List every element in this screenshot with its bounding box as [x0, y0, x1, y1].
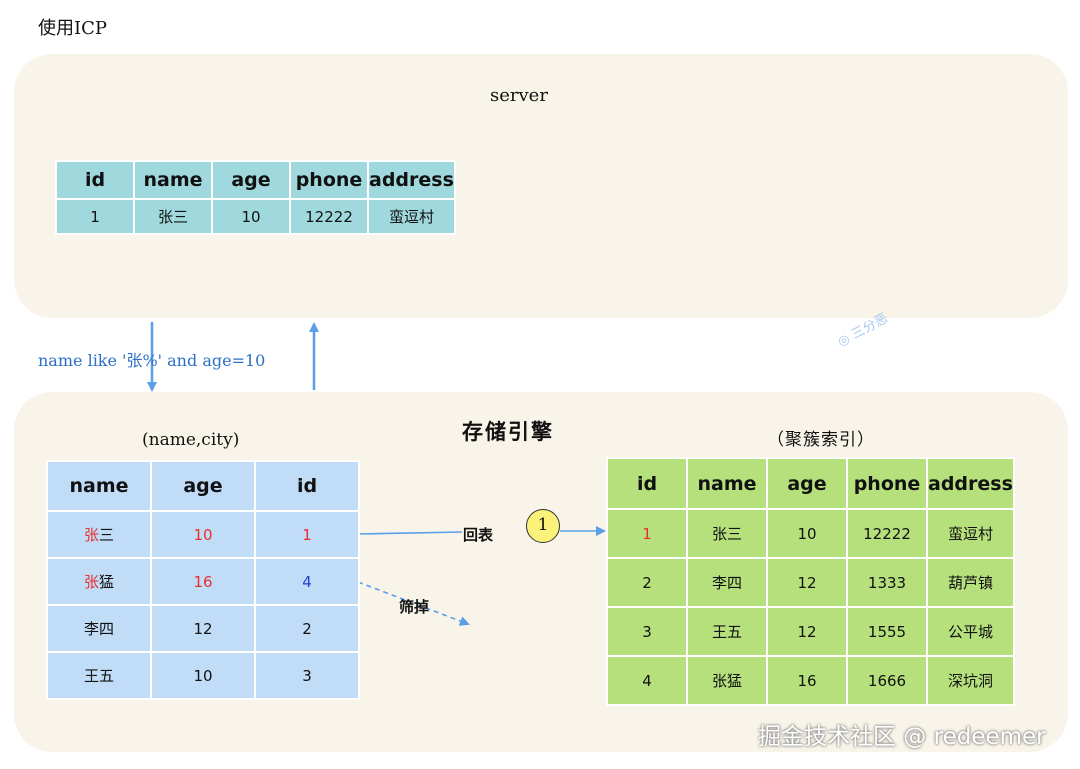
server-header-age: age — [211, 160, 291, 200]
plain-char: 三 — [99, 526, 115, 544]
plain-char: 猛 — [99, 573, 115, 591]
back-to-table-label: 回表 — [463, 526, 494, 544]
table-cell: 10 — [150, 651, 256, 700]
table-cell: 2 — [254, 604, 360, 653]
table-cell: 李四 — [46, 604, 152, 653]
filter-out-label: 筛掉 — [399, 598, 430, 616]
table-cell: 1 — [606, 508, 688, 559]
highlight-char: 张 — [83, 526, 99, 544]
table-cell: 张三 — [133, 198, 213, 235]
table-cell: 12222 — [846, 508, 928, 559]
server-header-address: address — [367, 160, 456, 200]
server-header-phone: phone — [289, 160, 369, 200]
table-cell: 16 — [766, 655, 848, 706]
table-cell: 葫芦镇 — [926, 557, 1015, 608]
table-cell: 3 — [254, 651, 360, 700]
clustered-header-address: address — [926, 457, 1015, 510]
secondary-table-header: name age id — [46, 460, 360, 512]
table-cell: 12 — [766, 606, 848, 657]
table-cell: 张猛 — [686, 655, 768, 706]
storage-engine-title: 存储引擎 — [462, 419, 554, 444]
clustered-header-age: age — [766, 457, 848, 510]
table-cell: 12 — [766, 557, 848, 608]
table-cell: 1555 — [846, 606, 928, 657]
table-cell: 张三 — [46, 510, 152, 559]
table-cell: 3 — [606, 606, 688, 657]
server-header-id: id — [55, 160, 135, 200]
server-title: server — [490, 85, 548, 106]
table-row: 王五 10 3 — [46, 651, 360, 700]
table-row: 1 张三 10 12222 蛮逗村 — [55, 198, 456, 235]
secondary-header-id: id — [254, 460, 360, 512]
table-cell: 深坑洞 — [926, 655, 1015, 706]
secondary-header-age: age — [150, 460, 256, 512]
table-cell: 蛮逗村 — [926, 508, 1015, 559]
clustered-index-title: （聚簇索引） — [767, 430, 875, 450]
table-cell: 王五 — [686, 606, 768, 657]
table-row: 张猛 16 4 — [46, 557, 360, 606]
server-table-header: id name age phone address — [55, 160, 456, 200]
step-number-circle: 1 — [526, 509, 560, 543]
table-row: 3 王五 12 1555 公平城 — [606, 606, 1015, 657]
table-cell: 10 — [150, 510, 256, 559]
server-table: id name age phone address 1 张三 10 12222 … — [55, 160, 456, 235]
table-row: 2 李四 12 1333 葫芦镇 — [606, 557, 1015, 608]
highlight-char: 张 — [83, 573, 99, 591]
clustered-index-table: id name age phone address 1 张三 10 12222 … — [606, 457, 1015, 706]
table-cell: 4 — [606, 655, 688, 706]
table-cell: 1333 — [846, 557, 928, 608]
table-cell: 16 — [150, 557, 256, 606]
table-cell: 2 — [606, 557, 688, 608]
table-cell: 公平城 — [926, 606, 1015, 657]
table-cell: 1666 — [846, 655, 928, 706]
table-cell: 10 — [766, 508, 848, 559]
platform-watermark: 掘金技术社区 @ redeemer — [758, 724, 1046, 750]
table-row: 1 张三 10 12222 蛮逗村 — [606, 508, 1015, 559]
table-cell: 张猛 — [46, 557, 152, 606]
table-row: 李四 12 2 — [46, 604, 360, 653]
table-cell: 10 — [211, 198, 291, 235]
clustered-header-name: name — [686, 457, 768, 510]
table-cell: 12 — [150, 604, 256, 653]
table-cell: 1 — [254, 510, 360, 559]
table-cell: 李四 — [686, 557, 768, 608]
page-title: 使用ICP — [38, 18, 107, 39]
clustered-header-phone: phone — [846, 457, 928, 510]
clustered-table-header: id name age phone address — [606, 457, 1015, 510]
table-cell: 4 — [254, 557, 360, 606]
secondary-index-table: name age id 张三 10 1 张猛 16 4 李四 12 2 王五 1… — [46, 460, 360, 700]
clustered-header-id: id — [606, 457, 688, 510]
server-header-name: name — [133, 160, 213, 200]
table-row: 4 张猛 16 1666 深坑洞 — [606, 655, 1015, 706]
table-cell: 12222 — [289, 198, 369, 235]
table-row: 张三 10 1 — [46, 510, 360, 559]
table-cell: 张三 — [686, 508, 768, 559]
query-condition: name like '张%' and age=10 — [38, 351, 266, 370]
table-cell: 王五 — [46, 651, 152, 700]
secondary-index-title: (name,city) — [142, 430, 240, 450]
back-to-table-arrow-line — [357, 531, 463, 535]
table-cell: 1 — [55, 198, 135, 235]
secondary-header-name: name — [46, 460, 152, 512]
table-cell: 蛮逗村 — [367, 198, 456, 235]
filter-out-arrow — [357, 581, 470, 626]
